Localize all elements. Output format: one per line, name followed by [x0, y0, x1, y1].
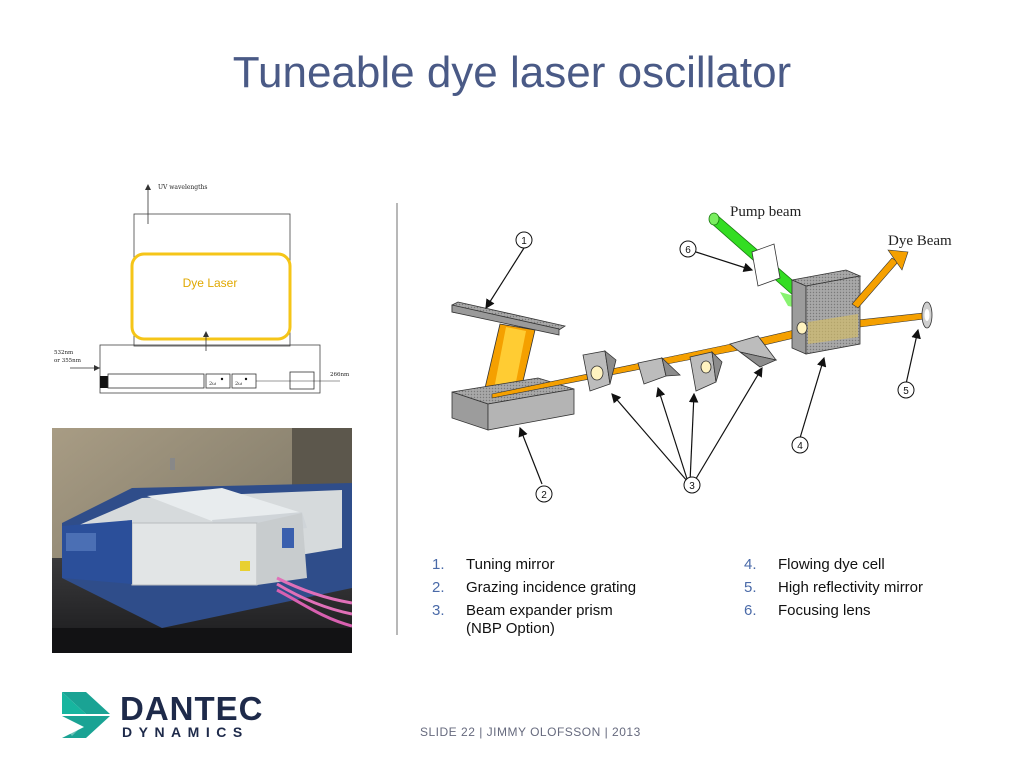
- legend-item: 1.Tuning mirror: [432, 556, 555, 573]
- legend-list-right: 4.Flowing dye cell 5.High reflectivity m…: [744, 556, 1008, 625]
- slide-footer: SLIDE 22 | JIMMY OLOFSSON | 2013: [420, 725, 641, 739]
- svg-text:6: 6: [685, 245, 691, 256]
- input-wavelength-label-1: 532nm: [54, 350, 74, 356]
- legend-item: 3.Beam expander prism (NBP Option): [432, 602, 613, 637]
- laser-photo: [52, 428, 352, 653]
- legend-item: 6.Focusing lens: [744, 602, 871, 619]
- oscillator-diagram: Pump beam Dye Beam 1 2 3 4 5 6: [451, 204, 952, 503]
- pump-beam-label: Pump beam: [730, 204, 802, 220]
- callout-5: 5: [897, 381, 915, 399]
- dye-laser-box: [130, 252, 292, 341]
- crystal-label-2: 2ω: [235, 381, 242, 387]
- slide-title: Tuneable dye laser oscillator: [232, 48, 792, 97]
- crystal-label-1: 2ω: [209, 381, 216, 387]
- legend-list-left: 1.Tuning mirror 2.Grazing incidence grat…: [432, 556, 696, 643]
- svg-text:1: 1: [521, 236, 527, 247]
- pump-laser-rect: [107, 373, 205, 389]
- legend-item: 4.Flowing dye cell: [744, 556, 885, 573]
- callout-4: 4: [791, 436, 809, 454]
- focusing-lens: [751, 243, 781, 287]
- laser-housing: [131, 522, 258, 586]
- svg-text:5: 5: [903, 386, 909, 397]
- dye-beam-label: Dye Beam: [888, 233, 952, 249]
- svg-text:4: 4: [797, 441, 803, 452]
- vertical-divider: [396, 203, 398, 635]
- svg-text:2: 2: [541, 490, 547, 501]
- callout-2: 2: [535, 485, 553, 503]
- prism-2: [637, 357, 667, 385]
- svg-text:3: 3: [689, 481, 695, 492]
- legend-item: 2.Grazing incidence grating: [432, 579, 637, 596]
- logo-word-dynamics: DYNAMICS: [122, 724, 249, 740]
- input-wavelength-label-2: or 355nm: [54, 358, 82, 364]
- output-wavelength-label: 266nm: [330, 372, 350, 378]
- dye-laser-label: Dye Laser: [183, 276, 238, 290]
- dantec-logo: DANTEC DYNAMICS: [62, 690, 264, 740]
- callout-6: 6: [679, 240, 697, 258]
- callout-3: 3: [683, 476, 701, 494]
- laser-schematic: UV wavelengths Dye Laser 532nm or 355nm …: [54, 184, 350, 394]
- dantec-logo-icon: [62, 692, 110, 738]
- logo-word-dantec: DANTEC: [120, 690, 264, 727]
- callout-1: 1: [515, 231, 533, 249]
- uv-wavelength-label: UV wavelengths: [158, 184, 207, 191]
- legend-item: 5.High reflectivity mirror: [744, 579, 924, 596]
